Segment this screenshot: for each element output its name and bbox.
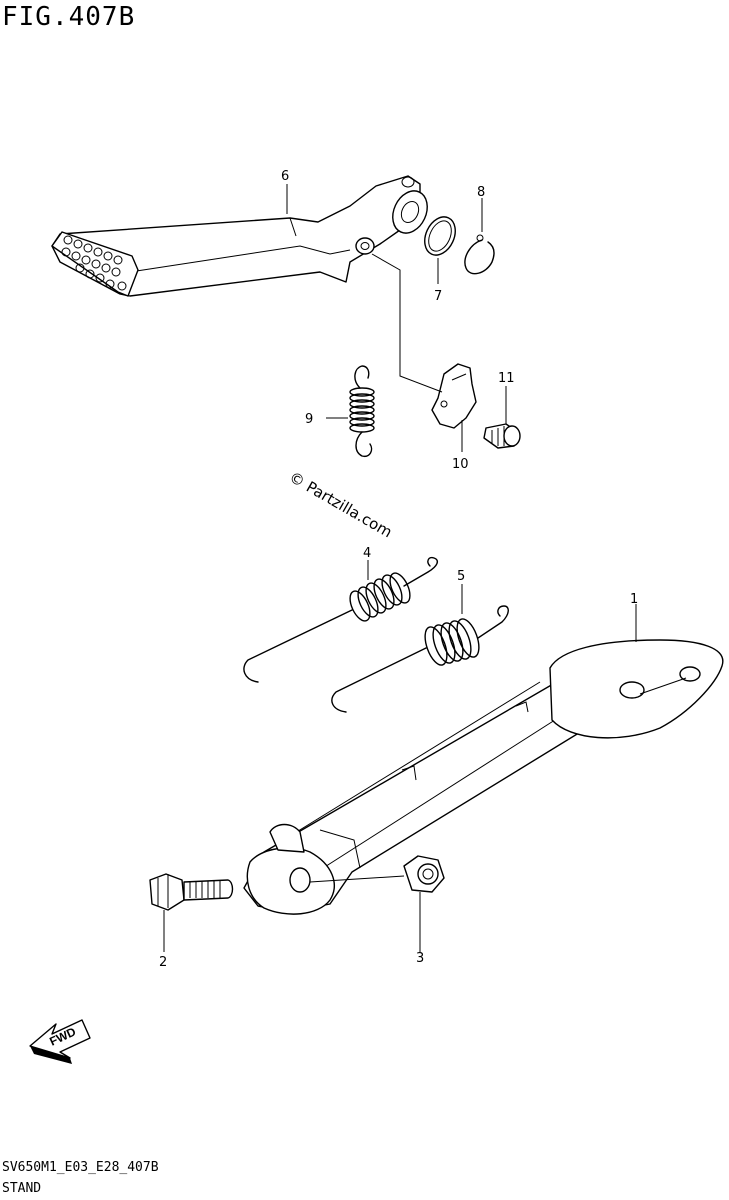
fwd-arrow-icon: FWD — [29, 1019, 91, 1064]
callout-11: 11 — [498, 371, 515, 386]
callout-6: 6 — [281, 169, 289, 184]
spring-part-9[interactable] — [349, 365, 375, 458]
callout-4: 4 — [363, 546, 371, 561]
callout-2: 2 — [159, 955, 167, 970]
side-stand-part-1[interactable] — [243, 639, 724, 915]
figure-code: SV650M1_E03_E28_407B — [2, 1160, 159, 1175]
bolt-part-11[interactable] — [483, 423, 521, 449]
watermark-text: © Partzilla.com — [286, 468, 395, 541]
callout-10: 10 — [452, 457, 469, 472]
circlip-part-8[interactable] — [464, 234, 495, 275]
callout-1: 1 — [630, 592, 638, 607]
pedal-part-6[interactable] — [51, 175, 434, 297]
callout-7: 7 — [434, 289, 442, 304]
leader-lines — [163, 184, 637, 952]
callout-9: 9 — [305, 412, 313, 427]
callout-5: 5 — [457, 569, 465, 584]
bolt-part-2[interactable] — [149, 873, 234, 911]
washer-part-7[interactable] — [419, 212, 461, 260]
figure-name: STAND — [2, 1181, 42, 1196]
spring-part-5[interactable] — [331, 605, 509, 713]
bracket-part-10[interactable] — [431, 363, 477, 429]
callout-8: 8 — [477, 185, 485, 200]
nut-part-3[interactable] — [403, 855, 445, 893]
figure-title: FIG.407B — [2, 2, 136, 32]
spring-part-4[interactable] — [243, 556, 439, 683]
callout-3: 3 — [416, 951, 424, 966]
